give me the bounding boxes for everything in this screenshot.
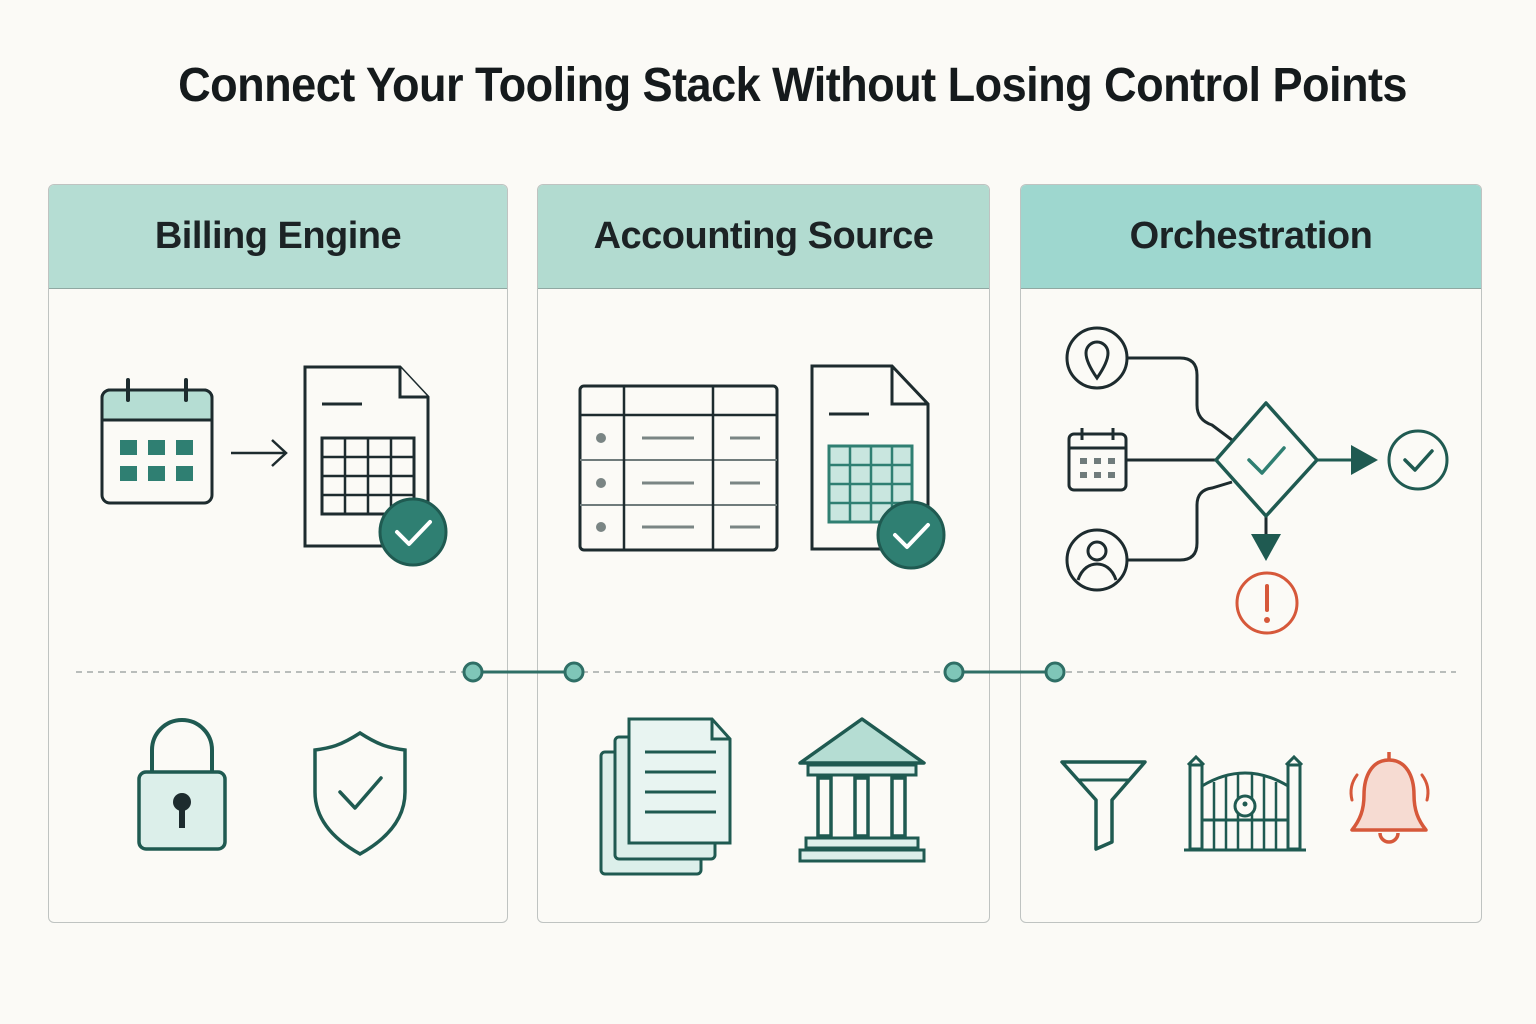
flow-connectors	[1127, 356, 1378, 562]
shield-check-icon	[313, 730, 407, 857]
billing-to-accounting-connector	[462, 661, 585, 683]
panel-heading: Billing Engine	[49, 185, 507, 289]
document-stack-icon	[599, 717, 732, 876]
ledger-table-icon	[578, 384, 779, 552]
decision-diamond-icon	[1214, 401, 1319, 518]
accounting-to-orchestration-connector	[943, 661, 1066, 683]
user-icon	[1065, 528, 1129, 592]
check-badge-icon	[378, 497, 448, 567]
gate-icon	[1184, 754, 1306, 852]
location-pin-icon	[1065, 326, 1129, 390]
spreadsheet-document-icon	[303, 365, 430, 548]
padlock-icon	[137, 718, 227, 851]
filter-funnel-icon	[1060, 760, 1147, 851]
check-circle-icon	[1387, 429, 1449, 491]
bank-building-icon	[798, 717, 926, 863]
arrow-right-icon	[231, 439, 288, 467]
check-badge-icon	[876, 500, 946, 570]
page-title: Connect Your Tooling Stack Without Losin…	[178, 59, 1407, 112]
calendar-icon	[1067, 428, 1128, 492]
panel-heading: Orchestration	[1021, 185, 1481, 289]
panel-heading: Accounting Source	[538, 185, 989, 289]
bell-icon	[1349, 752, 1430, 844]
calendar-icon	[100, 378, 214, 505]
alert-icon	[1235, 571, 1299, 635]
